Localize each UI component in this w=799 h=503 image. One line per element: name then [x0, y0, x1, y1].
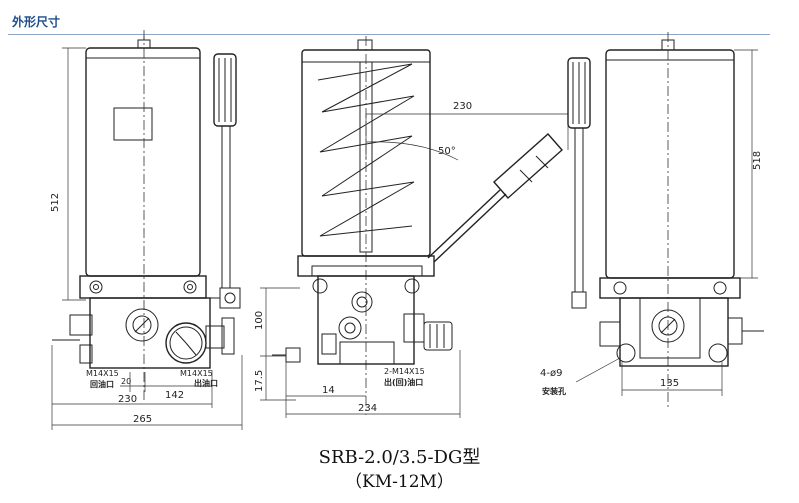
- label-port-pair-name: 出(回)油口: [384, 377, 423, 387]
- front-view: [51, 30, 243, 430]
- front-handle-rod: [221, 125, 231, 289]
- dim-side-14: 14: [322, 385, 335, 396]
- label-outlet-port: 出油口: [194, 378, 218, 388]
- right-reservoir: [605, 49, 735, 279]
- front-pump-body: [89, 297, 211, 369]
- dim-side-17-5: 17.5: [254, 370, 265, 392]
- front-left-fitting: [69, 314, 93, 336]
- dim-front-230: 230: [118, 394, 137, 405]
- dim-front-20: 20: [121, 377, 131, 386]
- right-pump-body: [619, 297, 729, 367]
- header-divider: [8, 34, 770, 35]
- side-view: [260, 36, 569, 418]
- dim-side-100: 100: [254, 311, 265, 330]
- side-handle-rod: [427, 189, 501, 259]
- dim-right-height: 518: [752, 151, 763, 170]
- mount-hole-left: [616, 343, 636, 363]
- front-right-fitting: [205, 325, 225, 349]
- dim-side-234: 234: [358, 403, 377, 414]
- model-caption: SRB-2.0/3.5-DG型: [318, 447, 481, 468]
- dim-side-230: 230: [453, 101, 472, 112]
- dim-front-height: 512: [50, 193, 61, 212]
- label-mount-holes: 4-ø9: [540, 368, 562, 379]
- label-port-pair: 2-M14X15: [384, 367, 425, 376]
- dim-front-265: 265: [133, 414, 152, 425]
- label-mount-holes-name: 安装孔: [542, 386, 566, 396]
- front-reservoir: [85, 47, 201, 277]
- right-base: [599, 277, 741, 299]
- model-code-caption: （KM-12M）: [345, 472, 454, 492]
- dim-front-142: 142: [165, 390, 184, 401]
- mount-hole-right: [708, 343, 728, 363]
- pump-drawing: 512 20 142 230 265 M14X15 回油口 M14X15 出油口: [50, 30, 764, 430]
- label-thread-right: M14X15: [180, 369, 213, 378]
- label-thread-left: M14X15: [86, 369, 119, 378]
- dim-side-angle: 50°: [438, 146, 456, 157]
- front-nameplate: [113, 107, 153, 141]
- right-handle-rod: [574, 127, 584, 293]
- side-handle-grip: [493, 133, 563, 199]
- side-valve-knob: [423, 321, 453, 351]
- right-view: [567, 32, 764, 410]
- section-title: 外形尺寸: [12, 15, 61, 29]
- dim-right-135: 135: [660, 378, 679, 389]
- label-return-port: 回油口: [90, 379, 114, 389]
- section-header: 外形尺寸: [0, 0, 799, 36]
